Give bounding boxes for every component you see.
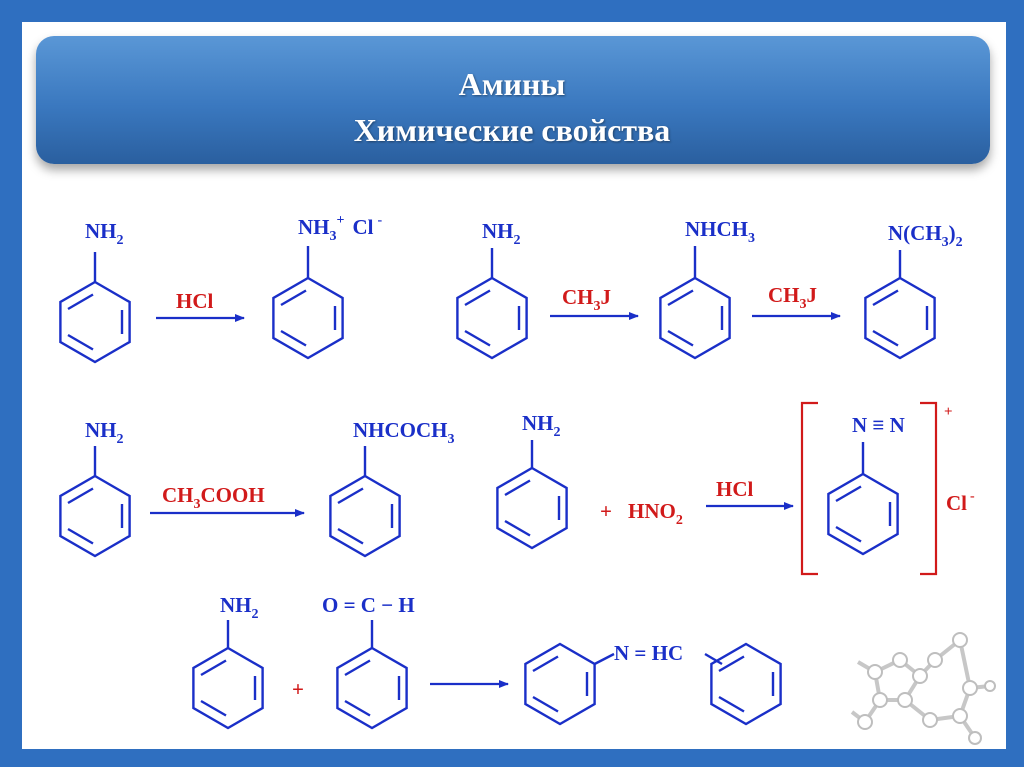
reagent-label: HCl xyxy=(176,289,214,313)
benzene-ring xyxy=(59,474,131,558)
aldehyde-group-label: O = C − H xyxy=(322,593,415,617)
ammonium-group-label: NH3+Cl- xyxy=(298,213,382,244)
benzene-ring xyxy=(336,646,408,730)
reaction-diazotization: NH2 + HNO2 HCl N ≡ N + Cl- xyxy=(496,401,975,576)
amine-group-label: NH2 xyxy=(522,411,561,440)
page-subtitle: Химические свойства xyxy=(353,112,671,148)
amine-group-label: NH2 xyxy=(482,219,521,248)
title-banner xyxy=(36,36,990,164)
amine-group-label: NH2 xyxy=(85,418,124,447)
right-bracket xyxy=(920,401,938,576)
benzene-ring xyxy=(272,276,344,360)
benzene-ring xyxy=(659,276,731,360)
amine-group-label: NH2 xyxy=(85,219,124,248)
benzene-ring xyxy=(496,466,568,550)
benzene-ring xyxy=(456,276,528,360)
dimethylamine-group-label: N(CH3)2 xyxy=(888,221,963,250)
benzene-ring xyxy=(827,472,899,556)
reaction-alkylation: NH2 CH3J NHCH3 CH3J N(CH3)2 xyxy=(456,217,963,360)
plus-sign: + xyxy=(600,499,612,523)
reaction-salt: NH2 HCl NH3+Cl- xyxy=(59,213,382,364)
benzene-ring xyxy=(192,646,264,730)
reagent-label: CH3J xyxy=(768,283,817,312)
reaction-acylation: NH2 CH3COOH NHCOCH3 xyxy=(59,418,455,558)
amine-group-label: NH2 xyxy=(220,593,259,622)
benzene-ring xyxy=(710,642,782,726)
catalyst-label: HCl xyxy=(716,477,754,501)
left-bracket xyxy=(800,401,818,576)
benzene-ring xyxy=(329,474,401,558)
methylamine-group-label: NHCH3 xyxy=(685,217,755,246)
benzene-ring xyxy=(524,642,596,726)
anion-label: Cl- xyxy=(946,489,975,515)
reagent-label: CH3COOH xyxy=(162,483,265,512)
reaction-schiff-base: NH2 + O = C − H N = HC xyxy=(192,593,782,730)
imine-group-label: N = HC xyxy=(614,641,683,665)
benzene-ring xyxy=(864,276,936,360)
diazo-group-label: N ≡ N xyxy=(852,413,905,437)
plus-sign: + xyxy=(292,677,304,701)
benzene-ring xyxy=(59,280,131,364)
cation-charge: + xyxy=(944,404,953,420)
reagent-label: HNO2 xyxy=(628,499,683,528)
reagent-label: CH3J xyxy=(562,285,611,314)
decorative-molecule-graphic xyxy=(850,632,996,745)
acetamide-group-label: NHCOCH3 xyxy=(353,418,455,447)
page-title: Амины xyxy=(458,66,566,102)
